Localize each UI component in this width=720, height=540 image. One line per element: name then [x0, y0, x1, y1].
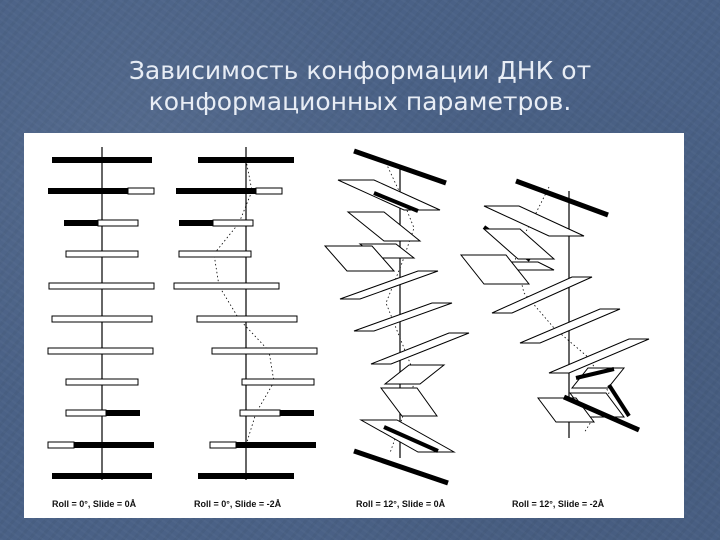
panel-roll12-slide0: [323, 148, 470, 486]
base-pair-split: [239, 409, 281, 417]
base-pair-split: [64, 220, 98, 226]
base-pair-split: [179, 220, 213, 226]
base-pair-split: [74, 442, 154, 448]
base-pair-edge: [575, 367, 615, 380]
base-pair-white: [173, 282, 280, 290]
terminal-base-pair: [562, 394, 641, 433]
base-pair-split: [209, 441, 237, 449]
base-pair-slab: [353, 302, 453, 332]
base-pair-slab: [491, 276, 593, 314]
base-pair-white: [65, 378, 139, 386]
panel-roll12-slide-2: [459, 178, 650, 438]
panel-roll0-slide0: [47, 147, 155, 480]
base-pair-split: [236, 442, 316, 448]
base-pair-slab: [483, 205, 585, 237]
base-pair-split: [176, 188, 256, 194]
slide-title-line-1: Зависимость конформации ДНК от: [128, 56, 592, 85]
base-pair-slab: [519, 308, 621, 344]
base-pair-split: [212, 219, 254, 227]
base-pair-slab: [459, 254, 531, 285]
base-pair-split: [65, 409, 107, 417]
base-pair-slab: [548, 338, 650, 374]
caption-roll12-slide0: Roll = 12°, Slide = 0Å: [356, 499, 446, 509]
base-pair-black: [52, 157, 152, 163]
base-pair-white: [178, 250, 252, 258]
caption-roll12-slide-2: Roll = 12°, Slide = -2Å: [512, 499, 605, 509]
base-pair-slab: [337, 179, 441, 211]
base-pair-white: [51, 315, 153, 323]
base-pair-edge: [607, 383, 631, 418]
base-pair-white: [48, 282, 155, 290]
caption-roll0-slide0: Roll = 0°, Slide = 0Å: [52, 499, 137, 509]
terminal-base-pair: [515, 178, 609, 218]
base-pair-white: [211, 347, 318, 355]
base-pair-edge: [373, 191, 419, 213]
base-pair-white: [196, 315, 298, 323]
base-pair-white: [47, 347, 154, 355]
base-pair-slab: [339, 270, 439, 300]
base-pair-black: [198, 473, 294, 479]
base-pair-black: [198, 157, 294, 163]
base-pair-split: [47, 441, 75, 449]
slide-title: Зависимость конформации ДНК от конформац…: [0, 55, 720, 117]
base-pair-slab: [383, 364, 446, 385]
base-pair-edge: [383, 425, 439, 453]
base-pair-slab: [370, 332, 470, 365]
base-pair-split: [48, 188, 128, 194]
base-pair-slab: [380, 387, 438, 417]
base-pair-split: [280, 410, 314, 416]
panel-roll0-slide-2: [173, 147, 318, 480]
terminal-base-pair: [353, 148, 447, 186]
base-pair-slab: [482, 228, 556, 260]
base-pair-slab: [346, 211, 422, 242]
base-pair-split: [127, 187, 155, 195]
base-pair-split: [97, 219, 139, 227]
base-pair-white: [65, 250, 139, 258]
slide-title-line-2: конформационных параметров.: [148, 87, 572, 116]
base-pair-split: [255, 187, 283, 195]
base-pair-slab: [323, 245, 396, 272]
base-pair-black: [52, 473, 152, 479]
dna-conformation-figure: Roll = 0°, Slide = 0Å Roll = 0°, Slide =…: [24, 133, 684, 518]
terminal-base-pair: [353, 448, 449, 486]
base-pair-split: [106, 410, 140, 416]
base-pair-white: [241, 378, 315, 386]
caption-roll0-slide-2: Roll = 0°, Slide = -2Å: [194, 499, 282, 509]
